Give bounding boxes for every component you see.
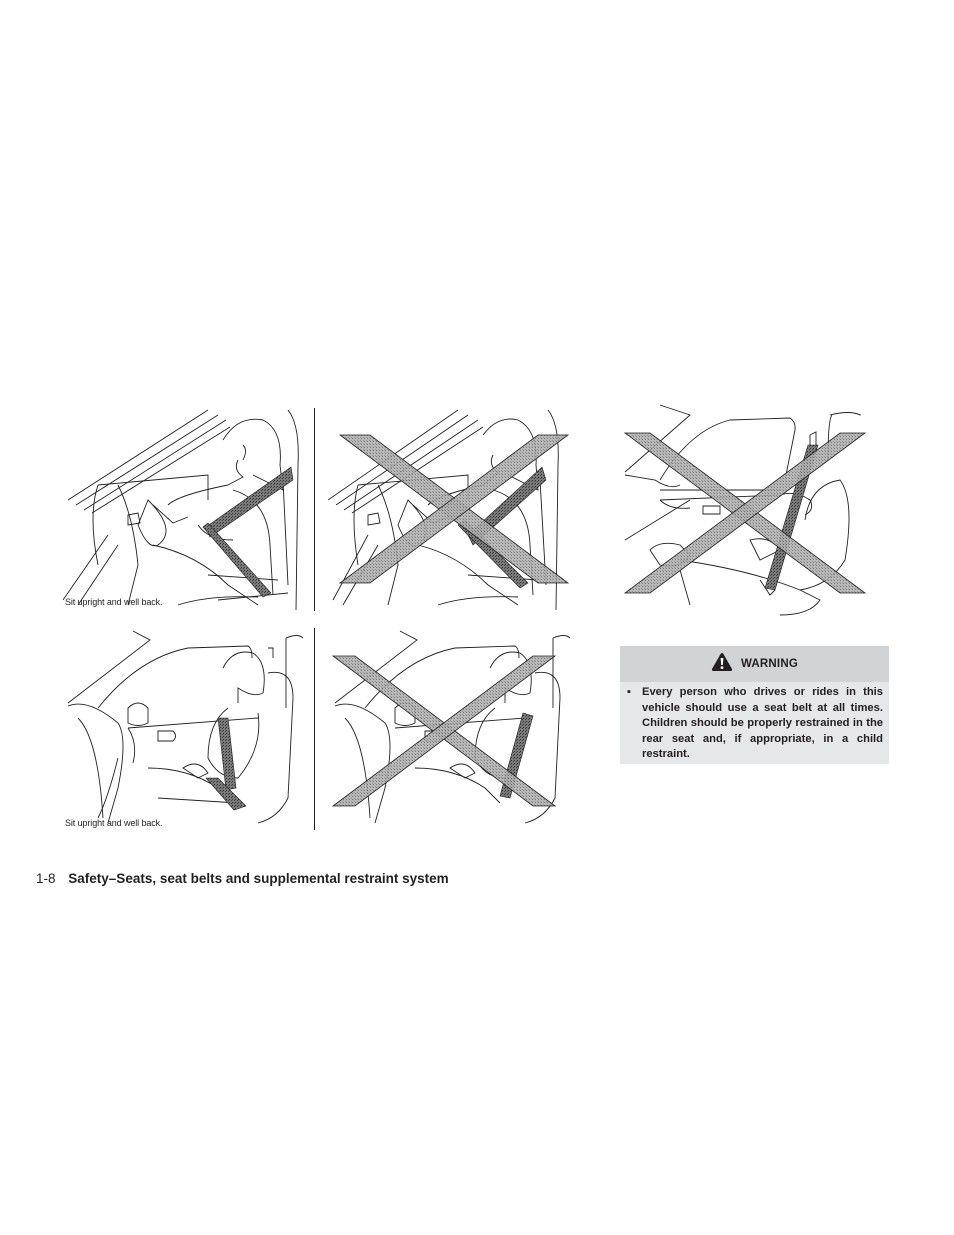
figure-caption: Sit upright and well back. [65,818,163,828]
page-number: 1-8 [36,871,56,886]
warning-exclamation-icon [711,652,733,677]
bullet-icon: ▪ [627,686,631,698]
figure-passenger-upright-correct [58,628,308,828]
warning-box: WARNING ▪ Every person who drives or rid… [620,646,889,764]
figure-driver-leaning-incorrect [328,405,578,610]
figure-driver-upright-correct [58,405,308,610]
figure-passenger-feet-on-dash-incorrect [600,400,880,625]
figure-caption: Sit upright and well back. [65,597,163,607]
page-footer: 1-8 Safety–Seats, seat belts and supplem… [36,871,449,886]
warning-title: WARNING [741,658,798,670]
figure-divider [314,628,315,830]
figure-divider [314,408,315,611]
warning-header: WARNING [620,646,889,682]
section-title: Safety–Seats, seat belts and supplementa… [68,871,449,886]
warning-body: ▪ Every person who drives or rides in th… [620,682,889,763]
warning-text: Every person who drives or rides in this… [642,686,883,760]
figure-passenger-belt-incorrect [325,628,575,828]
